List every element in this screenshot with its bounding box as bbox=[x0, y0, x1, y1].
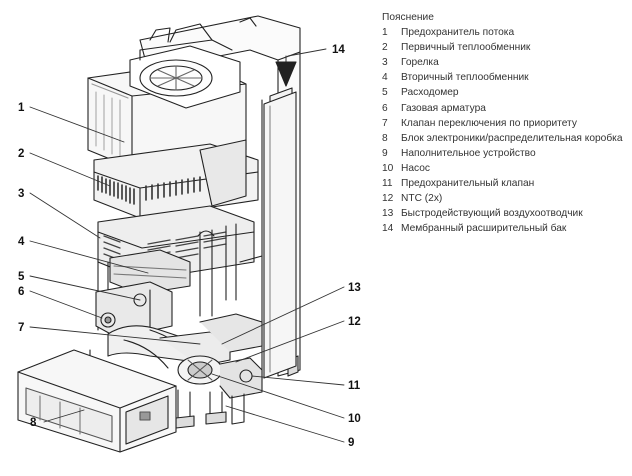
legend-item-number: 5 bbox=[382, 87, 388, 99]
legend-list: 1 Предохранитель потока 2 Первичный теплооб… bbox=[382, 25, 630, 236]
expansion-tank bbox=[263, 91, 297, 379]
callout-5: 5 bbox=[18, 271, 25, 283]
legend-item-number: 3 bbox=[382, 57, 388, 69]
bottom-fittings bbox=[69, 349, 245, 429]
secondary-heat-exchanger bbox=[109, 249, 191, 295]
legend-item-number: 6 bbox=[382, 102, 388, 114]
flue-outlet bbox=[129, 23, 241, 109]
legend-item-number: 1 bbox=[382, 27, 388, 39]
legend-item-label: Наполнительное устройство bbox=[401, 147, 536, 159]
legend-item-label: Горелка bbox=[401, 57, 439, 69]
legend-item: 11 Предохранительный клапан bbox=[382, 176, 630, 191]
legend-item-label: Насос bbox=[401, 162, 430, 174]
gas-valve bbox=[95, 281, 173, 339]
legend-item-number: 7 bbox=[382, 117, 388, 129]
callout-4: 4 bbox=[18, 236, 25, 248]
legend-item-label: Мембранный расширительный бак bbox=[401, 223, 567, 235]
legend-item: 13 Быстродействующий воздухоотводчик bbox=[382, 206, 630, 221]
callout-14: 14 bbox=[332, 44, 345, 56]
legend-item-label: Клапан переключения по приоритету bbox=[401, 117, 577, 129]
callout-2: 2 bbox=[18, 148, 24, 160]
callout-12: 12 bbox=[348, 316, 361, 328]
legend-item-label: Газовая арматура bbox=[401, 102, 486, 114]
legend-item-number: 11 bbox=[382, 178, 393, 190]
legend-item-label: Вторичный теплообменник bbox=[401, 72, 529, 84]
legend-item-number: 14 bbox=[382, 223, 394, 235]
legend-item-label: Предохранитель потока bbox=[401, 27, 515, 39]
legend-item-number: 13 bbox=[382, 208, 394, 220]
legend-title: Пояснение bbox=[382, 12, 434, 23]
legend-item-number: 12 bbox=[382, 193, 394, 205]
legend: Пояснение 1 Предохранитель потока 2 Первичн… bbox=[382, 10, 630, 236]
legend-item: 3 Горелка bbox=[382, 55, 630, 70]
legend-item: 10 Насос bbox=[382, 161, 630, 176]
callout-11: 11 bbox=[348, 380, 361, 392]
legend-item-label: Предохранительный клапан bbox=[401, 178, 535, 190]
electronics-box bbox=[17, 349, 177, 453]
callout-10: 10 bbox=[348, 413, 361, 425]
callout-9: 9 bbox=[348, 437, 354, 449]
callout-7: 7 bbox=[18, 322, 24, 334]
callout-1: 1 bbox=[18, 102, 25, 114]
legend-item: 7 Клапан переключения по приоритету bbox=[382, 116, 630, 131]
legend-item-number: 2 bbox=[382, 42, 388, 54]
legend-item-number: 10 bbox=[382, 162, 394, 174]
legend-item-label: Первичный теплообменник bbox=[401, 42, 531, 54]
legend-item: 14 Мембранный расширительный бак bbox=[382, 221, 630, 236]
callout-3: 3 bbox=[18, 188, 24, 200]
legend-item-label: NTC (2x) bbox=[401, 193, 443, 205]
expansion-tank-arrow bbox=[275, 48, 327, 87]
primary-heat-exchanger bbox=[93, 139, 259, 219]
pump bbox=[177, 355, 263, 399]
leader-lines bbox=[29, 106, 345, 443]
callout-13: 13 bbox=[348, 282, 361, 294]
legend-item-label: Расходомер bbox=[401, 87, 459, 99]
legend-item-number: 8 bbox=[382, 132, 388, 144]
legend-item: 5 Расходомер bbox=[382, 85, 630, 100]
legend-item: 4 Вторичный теплообменник bbox=[382, 70, 630, 85]
legend-item: 8 Блок электроники/распределительная коро… bbox=[382, 131, 630, 146]
diverter-valve bbox=[107, 313, 263, 369]
legend-item-label: Быстродействующий воздухоотводчик bbox=[401, 208, 583, 220]
callout-6: 6 bbox=[18, 286, 24, 298]
legend-item: 9 Наполнительное устройство bbox=[382, 146, 630, 161]
legend-item: 1 Предохранитель потока bbox=[382, 25, 630, 40]
legend-item-number: 9 bbox=[382, 147, 388, 159]
callout-8: 8 bbox=[30, 417, 37, 429]
legend-item: 6 Газовая арматура bbox=[382, 101, 630, 116]
legend-item: 2 Первичный теплообменник bbox=[382, 40, 630, 55]
legend-item-label: Блок электроники/распределительная короб… bbox=[401, 132, 623, 144]
callout-numbers: 1 2 3 4 5 6 7 8 9 10 11 12 13 14 bbox=[18, 44, 361, 449]
legend-item: 12 NTC (2x) bbox=[382, 191, 630, 206]
legend-item-number: 4 bbox=[382, 72, 388, 84]
